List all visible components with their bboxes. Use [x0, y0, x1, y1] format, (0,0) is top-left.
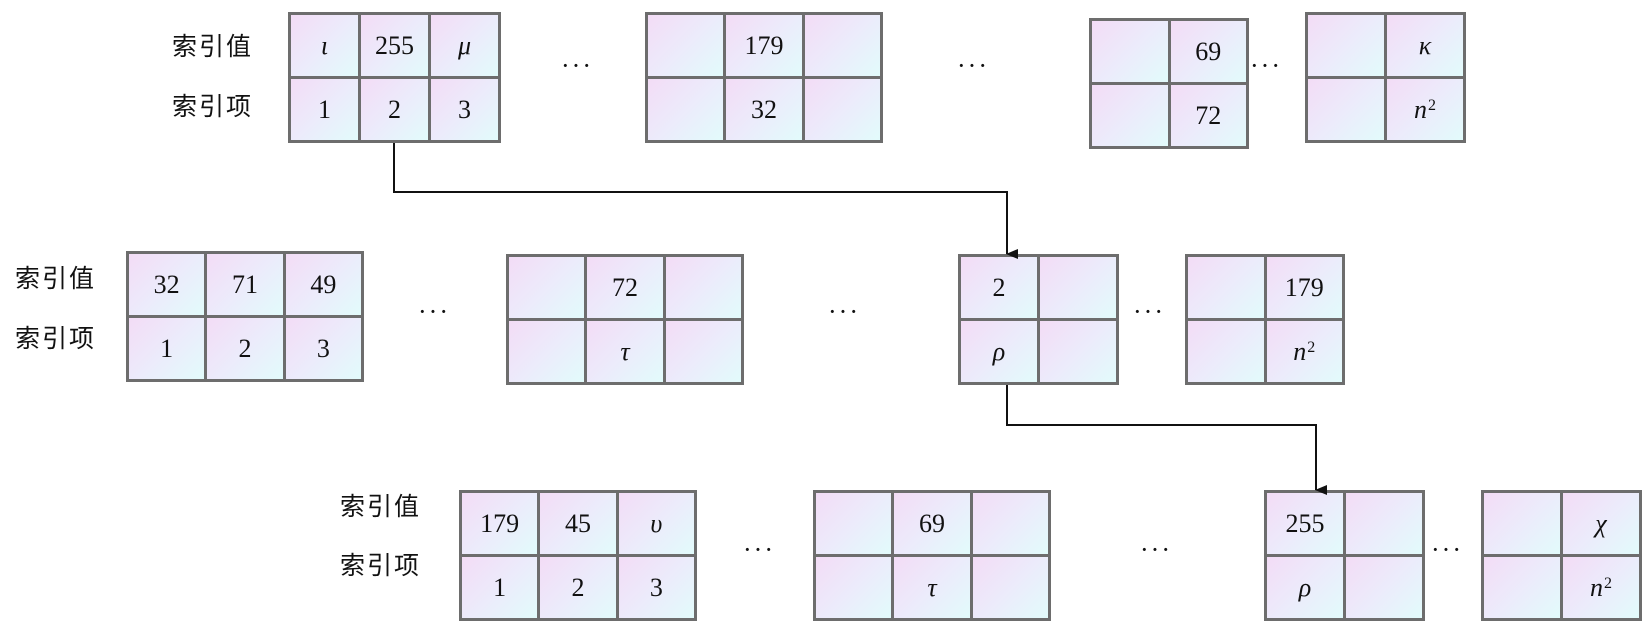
index-item-cell: τ: [587, 321, 663, 382]
index-table: 2 ρ: [958, 254, 1119, 385]
index-table: 179 45 υ 1 2 3: [459, 490, 697, 621]
index-value-cell: 32: [129, 254, 205, 315]
connector-arrow: [1006, 385, 1327, 495]
row1-index-item-label: 索引项: [172, 92, 254, 121]
row1-index-value-label: 索引值: [172, 32, 254, 61]
index-value-cell: 255: [361, 15, 428, 76]
index-table: 255 ρ: [1264, 490, 1425, 621]
index-item-cell: [816, 557, 892, 618]
index-item-cell: 2: [361, 79, 428, 140]
index-item-cell: 3: [431, 79, 498, 140]
index-value-cell: μ: [431, 15, 498, 76]
index-value-cell: [1484, 493, 1560, 554]
index-item-cell: [1346, 557, 1422, 618]
index-value-cell: 49: [285, 254, 361, 315]
index-table: 32 71 49 1 2 3: [126, 251, 364, 382]
index-value-cell: 2: [961, 257, 1037, 318]
index-value-cell: 179: [726, 15, 802, 76]
index-value-cell: 72: [587, 257, 663, 318]
index-value-cell: [648, 15, 724, 76]
index-item-cell: 32: [726, 79, 802, 140]
index-item-cell: [1040, 321, 1116, 382]
index-item-cell: [665, 321, 741, 382]
ellipsis: ···: [743, 535, 775, 564]
index-value-cell: [816, 493, 892, 554]
index-item-cell: ρ: [961, 321, 1037, 382]
index-item-cell: 2: [207, 318, 283, 379]
index-item-cell: [1188, 321, 1264, 382]
ellipsis: ···: [828, 297, 860, 326]
index-value-cell: [972, 493, 1048, 554]
index-value-cell: [804, 15, 880, 76]
row2-index-item-label: 索引项: [15, 324, 97, 353]
index-item-cell: 72: [1170, 85, 1246, 146]
connector-arrow: [393, 143, 1018, 259]
index-value-cell: 69: [1170, 21, 1246, 82]
index-item-cell: [1308, 79, 1384, 140]
index-value-cell: 179: [462, 493, 538, 554]
index-item-cell: 1: [462, 557, 538, 618]
ellipsis: ···: [1140, 535, 1172, 564]
index-table: ι 255 μ 1 2 3: [288, 12, 501, 143]
index-value-cell: υ: [618, 493, 694, 554]
index-item-cell: 3: [285, 318, 361, 379]
index-item-cell: [972, 557, 1048, 618]
index-value-cell: 179: [1266, 257, 1342, 318]
ellipsis: ···: [1250, 51, 1282, 80]
row3-index-item-label: 索引项: [340, 551, 422, 580]
index-value-cell: κ: [1387, 15, 1463, 76]
index-item-cell: 1: [129, 318, 205, 379]
index-value-cell: [665, 257, 741, 318]
ellipsis: ···: [957, 51, 989, 80]
index-value-cell: χ: [1563, 493, 1639, 554]
index-value-cell: [1308, 15, 1384, 76]
index-table: 179 32: [645, 12, 883, 143]
index-value-cell: ι: [291, 15, 358, 76]
index-value-cell: [509, 257, 585, 318]
index-item-cell: [804, 79, 880, 140]
row2-index-value-label: 索引值: [15, 264, 97, 293]
index-value-cell: [1092, 21, 1168, 82]
index-item-cell: 1: [291, 79, 358, 140]
index-value-cell: 45: [540, 493, 616, 554]
index-value-cell: 71: [207, 254, 283, 315]
index-value-cell: [1040, 257, 1116, 318]
index-item-cell: 2: [540, 557, 616, 618]
index-table: 69 τ: [813, 490, 1051, 621]
index-table: 69 72: [1089, 18, 1249, 149]
ellipsis: ···: [1133, 297, 1165, 326]
index-table: 72 τ: [506, 254, 744, 385]
ellipsis: ···: [1431, 535, 1463, 564]
index-value-cell: 255: [1267, 493, 1343, 554]
index-item-cell: 3: [618, 557, 694, 618]
index-item-cell: ρ: [1267, 557, 1343, 618]
index-item-cell: [648, 79, 724, 140]
index-item-cell: [1092, 85, 1168, 146]
index-value-cell: 69: [894, 493, 970, 554]
row3-index-value-label: 索引值: [340, 492, 422, 521]
index-item-cell: τ: [894, 557, 970, 618]
index-item-cell: [509, 321, 585, 382]
index-value-cell: [1188, 257, 1264, 318]
index-value-cell: [1346, 493, 1422, 554]
index-item-cell: [1484, 557, 1560, 618]
ellipsis: ···: [418, 297, 450, 326]
ellipsis: ···: [561, 51, 593, 80]
